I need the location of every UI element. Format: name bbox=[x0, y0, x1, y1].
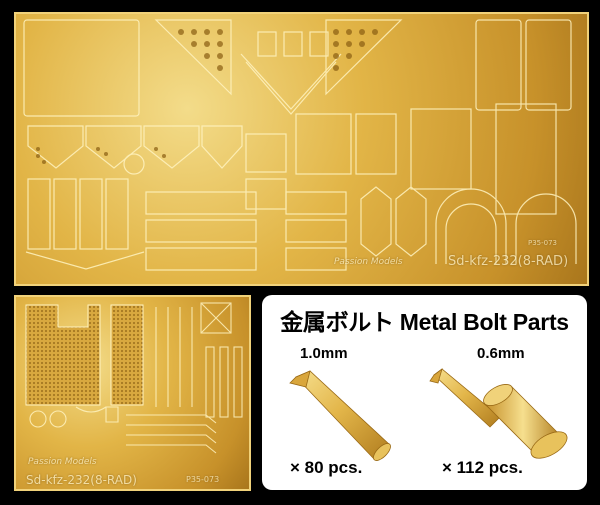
fret-title-bottom: Sd-kfz-232(8-RAD) bbox=[26, 473, 137, 487]
photo-etch-fret-large: Passion Models Sd-kfz-232(8-RAD) P35-073 bbox=[14, 12, 589, 286]
bolt-size-1mm: 1.0mm bbox=[300, 345, 348, 362]
fret-brand-bottom: Passion Models bbox=[28, 457, 97, 467]
bolts-title: 金属ボルト Metal Bolt Parts bbox=[280, 309, 569, 335]
bolt-0-6mm-icon bbox=[429, 367, 568, 459]
fret-large-parts bbox=[23, 19, 577, 271]
bolt-count-1mm: × 80 pcs. bbox=[290, 458, 363, 477]
fret-code-bottom: P35-073 bbox=[186, 475, 220, 484]
fret-small-parts bbox=[25, 302, 243, 454]
bolt-count-0-6mm: × 112 pcs. bbox=[442, 458, 523, 477]
fret-code-top: P35-073 bbox=[528, 239, 558, 247]
fret-title-top: Sd-kfz-232(8-RAD) bbox=[448, 254, 569, 269]
bolt-illustrations bbox=[289, 367, 568, 461]
bolt-1mm-icon bbox=[289, 370, 391, 461]
photo-etch-fret-small: Passion Models Sd-kfz-232(8-RAD) P35-073 bbox=[14, 295, 251, 491]
fret-brand-top: Passion Models bbox=[334, 257, 403, 267]
metal-bolt-parts-panel: 金属ボルト Metal Bolt Parts 1.0mm 0.6mm bbox=[262, 295, 587, 490]
bolt-size-0-6mm: 0.6mm bbox=[477, 345, 525, 362]
